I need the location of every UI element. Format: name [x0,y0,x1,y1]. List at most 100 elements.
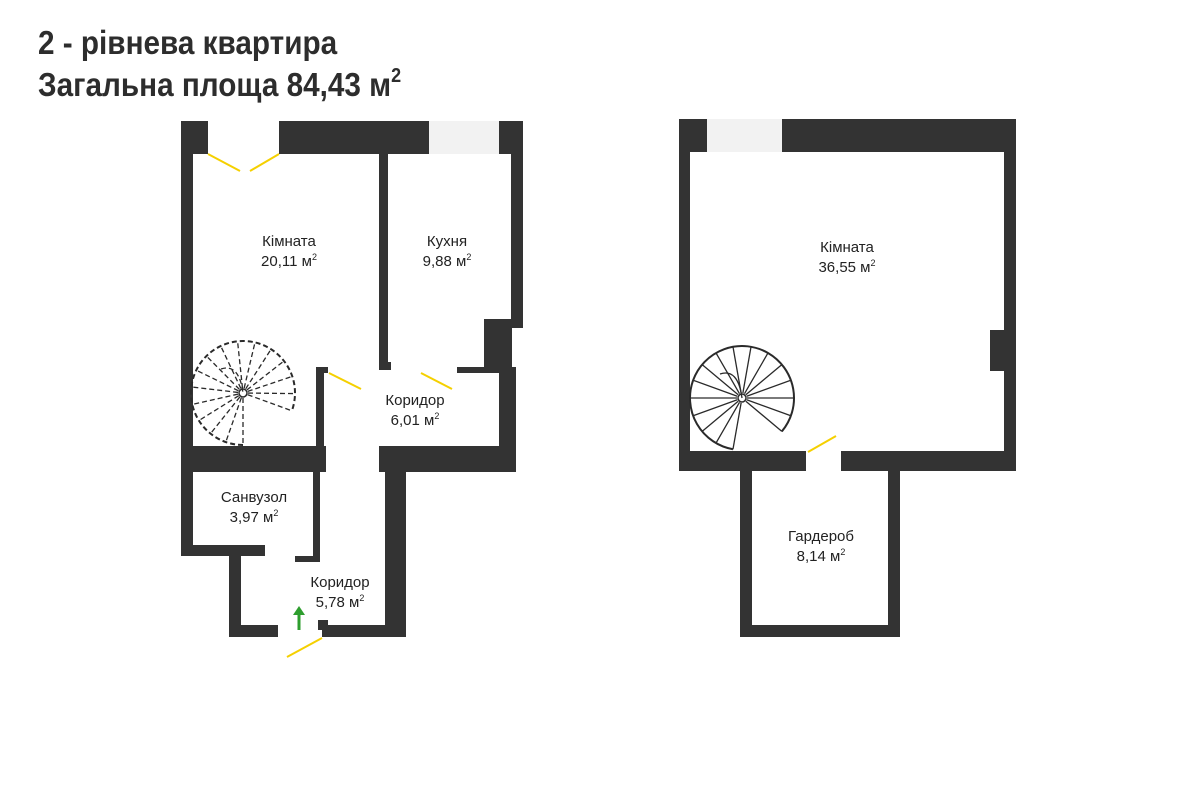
room-area-sup: 2 [871,258,876,268]
room-area-sup: 2 [840,547,845,557]
wall [379,446,516,472]
stair-step [205,355,240,390]
room-label-room-upper: Кімната 36,55 м2 [818,239,875,276]
room-area-sup: 2 [434,411,439,421]
wall [316,367,328,373]
room-name: Санвузол [221,489,287,506]
entrance-arrow-icon [293,606,305,630]
room-area-value: 8,14 м [797,548,841,565]
room-area-sup: 2 [312,252,317,262]
stair-step [746,379,792,397]
wall [499,367,516,472]
wall [295,556,320,562]
wall [181,446,193,556]
spiral-staircase-icon [190,340,296,446]
room-name: Коридор [310,574,369,591]
stair-step [245,348,272,390]
room-area-value: 6,01 м [391,412,435,429]
room-area-value: 3,97 м [230,509,274,526]
stair-rail [719,372,743,399]
stair-step [192,393,239,406]
door-swing [286,637,323,658]
stair-step [243,342,256,389]
stair-step [692,399,738,417]
room-area: 36,55 м2 [818,258,875,276]
stair-step [743,352,769,394]
wall [511,121,523,328]
wall [990,330,1006,371]
room-area: 20,11 м2 [261,252,317,270]
floor2-walls [679,119,1016,637]
floor1-doors [207,153,453,658]
stair-step [745,400,783,432]
wall [888,471,900,637]
stair-step [198,395,240,422]
wall [379,362,391,370]
wall [385,472,406,637]
wall [679,119,690,471]
spiral-staircase-icon [689,345,795,451]
room-area-value: 9,88 м [423,253,467,270]
heading-total-area: Загальна площа 84,43 м2 [38,64,401,106]
room-label-wardrobe: Гардероб 8,14 м2 [788,528,854,565]
stair-step [247,392,296,395]
room-label-corridor-lower: Коридор 5,78 м2 [310,574,369,611]
wall [499,121,511,154]
room-area-sup: 2 [273,508,278,518]
wall [229,625,278,637]
plan-heading: 2 - рівнева квартира Загальна площа 84,4… [38,22,401,106]
room-label-bathroom: Санвузол 3,97 м2 [221,489,287,526]
wall [229,556,241,637]
room-area: 3,97 м2 [230,508,279,526]
stair-step [701,400,739,432]
stair-outline [190,340,296,446]
heading-total-area-unit-sup: 2 [391,65,402,87]
wall [740,471,752,637]
room-name: Кухня [427,233,467,250]
room-area-value: 36,55 м [818,259,870,276]
door-swing [328,372,362,390]
window [429,121,499,154]
stair-step [715,402,741,444]
room-area-value: 20,11 м [261,253,312,270]
wall [181,446,326,472]
floor2-plan: Кімната 36,55 м2 Гардероб 8,14 м2 [679,119,1016,637]
room-label-kitchen: Кухня 9,88 м2 [423,233,472,270]
stair-step [701,364,739,396]
room-label-corridor-upper: Коридор 6,01 м2 [385,392,444,429]
stair-step [746,399,792,417]
room-area-sup: 2 [359,593,364,603]
room-area-sup: 2 [466,252,471,262]
wall [181,545,265,556]
stair-step [247,394,293,412]
room-area: 6,01 м2 [391,411,440,429]
heading-total-area-text: Загальна площа 84,43 м [38,66,392,103]
room-name: Коридор [385,392,444,409]
floor1-walls [181,121,523,637]
wall [316,367,324,472]
wall [318,620,328,630]
wall [379,154,388,367]
room-label-room: Кімната 20,11 м2 [261,233,317,270]
wall [679,451,806,471]
room-area: 5,78 м2 [316,593,365,611]
stair-step [732,402,742,450]
room-name: Гардероб [788,528,854,545]
stair-rail [220,367,244,394]
stair-step [742,346,752,394]
door-swing [249,153,280,172]
door-swing [807,435,837,453]
stair-step [692,379,738,397]
wall [279,121,429,154]
wall [841,451,1016,471]
wall [457,367,499,373]
heading-apartment-type: 2 - рівнева квартира [38,24,338,61]
wall [484,319,512,369]
wall [740,625,900,637]
entrance-arrow-head [293,606,305,615]
wall [1004,119,1016,471]
stair-outline [689,345,795,451]
floor2-doors [807,435,837,453]
stair-step [220,345,242,389]
